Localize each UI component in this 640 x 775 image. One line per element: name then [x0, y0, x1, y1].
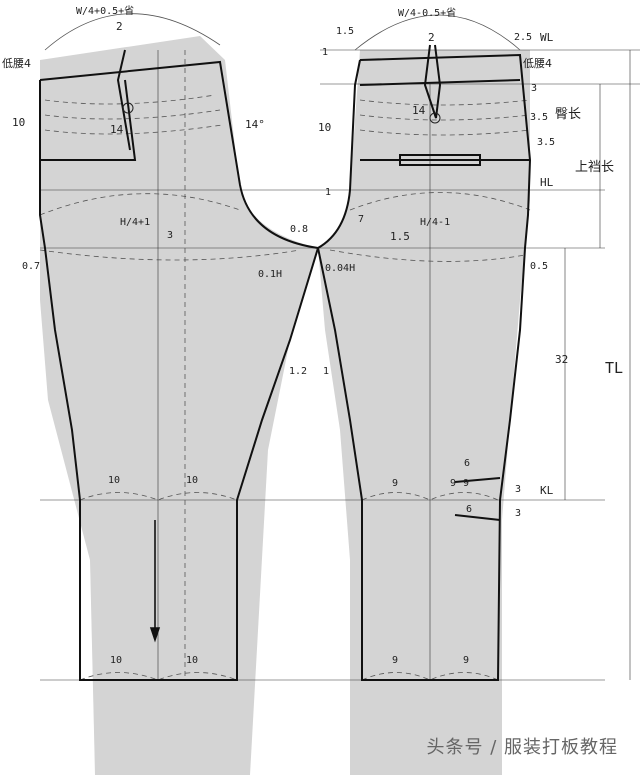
pocket-6a-label: 6	[464, 458, 470, 469]
waist-line-label: WL	[540, 31, 554, 44]
pocket-depth-right-label: 10	[318, 121, 331, 134]
hip-line-label: HL	[540, 176, 554, 189]
front-hip-formula: H/4+1	[120, 217, 150, 228]
back-inseam-1-label: 1	[323, 366, 329, 377]
front-crotch-label: 0.1H	[258, 269, 282, 280]
dart-right-label: 2	[428, 31, 435, 44]
pocket-depth-left-label: 10	[12, 116, 25, 129]
top-1-label: 1	[322, 47, 328, 58]
upper-crotch-length-label: 上裆长	[575, 160, 614, 175]
front-hip-3-label: 3	[167, 230, 173, 241]
hl-1-label: 1	[325, 187, 331, 198]
formula-arcs	[44, 13, 521, 51]
top-1-5-label: 1.5	[336, 26, 354, 37]
knee-back-1-label: 9	[392, 478, 398, 489]
back-waist-formula: W/4-0.5+省	[398, 6, 456, 19]
button-marks	[122, 102, 441, 124]
hem-front-2-label: 10	[186, 655, 198, 666]
hem-back-1-label: 9	[392, 655, 398, 666]
pocket-9-label: 9	[450, 478, 456, 489]
front-waist-formula: W/4+0.5+省	[76, 4, 134, 17]
text-labels: W/4+0.5+省 W/4-0.5+省 H/4+1 H/4-1 低腰4 低腰4 …	[2, 4, 623, 666]
dashed-construction-lines	[39, 50, 531, 681]
side-0-5-label: 0.5	[530, 261, 548, 272]
pocket-6b-label: 6	[466, 504, 472, 515]
side-0-7-label: 0.7	[22, 261, 40, 272]
dart-length-left-label: 14	[110, 123, 124, 136]
crotch-gap-label: 0.8	[290, 224, 308, 235]
hip-length-label: 臀长	[555, 107, 581, 122]
dart-left-label: 2	[116, 20, 123, 33]
dart-length-right-label: 14	[412, 104, 426, 117]
back-3-5-a-label: 3.5	[530, 112, 548, 123]
front-1-2-label: 1.2	[289, 366, 307, 377]
knee-back-2-label: 9	[463, 478, 469, 489]
back-piece-outline	[316, 44, 532, 681]
watermark: 头条号 / 服装打板教程	[426, 737, 618, 758]
back-7-label: 7	[358, 214, 364, 225]
front-piece-outline	[39, 49, 319, 681]
knee-rise-label: 32	[555, 353, 568, 366]
knee-front-1-label: 10	[108, 475, 120, 486]
total-length-label: TL	[605, 359, 623, 377]
back-hip-formula: H/4-1	[420, 217, 450, 228]
angle-14-label: 14°	[245, 118, 265, 131]
hem-back-2-label: 9	[463, 655, 469, 666]
back-2-5-label: 2.5	[514, 32, 532, 43]
pocket-3a-label: 3	[515, 484, 521, 495]
knee-line-label: KL	[540, 484, 554, 497]
knee-front-2-label: 10	[186, 475, 198, 486]
hem-front-1-label: 10	[110, 655, 122, 666]
back-1-5-label: 1.5	[390, 230, 410, 243]
back-3-label: 3	[531, 83, 537, 94]
grey-base-pattern	[40, 36, 530, 775]
back-3-5-b-label: 3.5	[537, 137, 555, 148]
grain-arrow	[149, 520, 161, 643]
pocket-3b-label: 3	[515, 508, 521, 519]
low-waist-left-label: 低腰4	[2, 57, 31, 70]
low-waist-right-label: 低腰4	[523, 57, 552, 70]
back-crotch-label: 0.04H	[325, 263, 355, 274]
